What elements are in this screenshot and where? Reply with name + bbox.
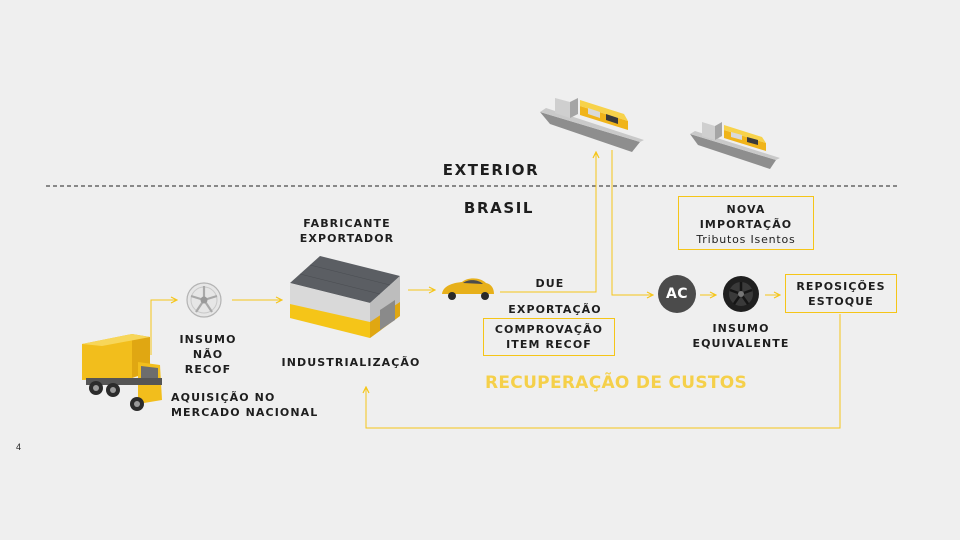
insumo-line-1: INSUMO: [179, 333, 237, 346]
ac-badge-circle: [658, 275, 696, 313]
car-icon: [442, 278, 494, 300]
fabricante-line-1: FABRICANTE: [303, 217, 391, 230]
reposicoes-line-1: REPOSIÇÕES: [796, 280, 886, 293]
acquisition-label: AQUISIÇÃO NO MERCADO NACIONAL: [171, 390, 318, 420]
ac-badge-text: AC: [665, 286, 689, 302]
factory-icon: [290, 256, 400, 338]
insumo-equivalente-line-1: INSUMO: [712, 322, 770, 335]
alloy-wheel-icon: [723, 276, 759, 312]
comprovacao-line-1: COMPROVAÇÃO: [494, 323, 604, 336]
reposicoes-estoque-box: REPOSIÇÕES ESTOQUE: [785, 274, 897, 313]
reposicoes-line-2: ESTOQUE: [808, 295, 874, 308]
arrow-return-loop: [366, 314, 841, 429]
insumo-equivalente-label: INSUMO EQUIVALENTE: [680, 321, 802, 351]
truck-icon: [82, 334, 162, 411]
insumo-equivalente-line-2: EQUIVALENTE: [692, 337, 790, 350]
recuperacao-de-custos-title: RECUPERAÇÃO DE CUSTOS: [485, 373, 748, 393]
brasil-label: BRASIL: [463, 199, 535, 217]
acquisition-line-2: MERCADO NACIONAL: [171, 406, 319, 419]
cargo-ship-icon: [690, 122, 780, 169]
nova-importacao-line-1: NOVA: [726, 203, 766, 216]
nova-importacao-box: NOVA IMPORTAÇÃO Tributos Isentos: [678, 196, 814, 250]
wheel-rim-icon: [186, 282, 222, 318]
fabricante-line-2: EXPORTADOR: [299, 232, 395, 245]
due-label: DUE: [535, 277, 565, 290]
acquisition-line-1: AQUISIÇÃO NO: [171, 391, 276, 404]
cargo-ship-icon: [540, 98, 644, 152]
exportacao-label: EXPORTAÇÃO: [508, 303, 602, 316]
nova-importacao-line-2: IMPORTAÇÃO: [699, 218, 793, 231]
comprovacao-box: COMPROVAÇÃO ITEM RECOF: [483, 318, 615, 356]
arrow-ship-to-ac: [611, 150, 653, 295]
page-number: 4: [16, 442, 22, 452]
arrow-car-to-ship: [500, 152, 596, 293]
insumo-line-2: NÃO: [192, 348, 224, 361]
insumo-line-3: RECOF: [184, 363, 232, 376]
comprovacao-line-2: ITEM RECOF: [506, 338, 592, 351]
arrow-truck-to-insumo: [150, 300, 177, 355]
industrializacao-label: INDUSTRIALIZAÇÃO: [281, 356, 421, 369]
exterior-label: EXTERIOR: [442, 161, 540, 179]
insumo-nao-recof-label: INSUMO NÃO RECOF: [172, 332, 244, 377]
fabricante-exportador-label: FABRICANTE EXPORTADOR: [290, 216, 404, 246]
tributos-isentos: Tributos Isentos: [696, 233, 796, 246]
